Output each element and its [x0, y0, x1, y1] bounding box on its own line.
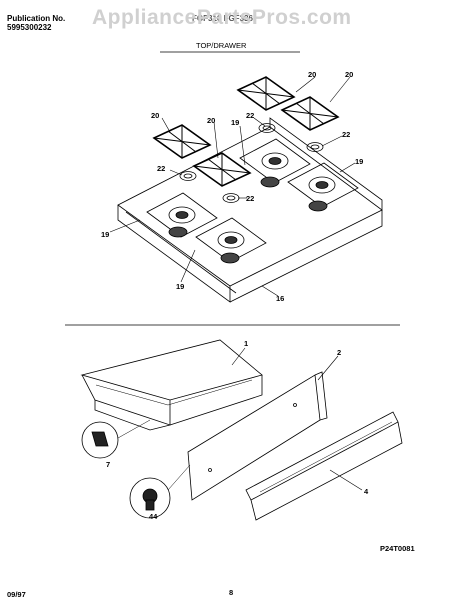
burner-cap-icon: [168, 226, 188, 238]
callout-burner-cap: 22: [246, 194, 255, 203]
burner-cap-icon: [308, 200, 328, 212]
grates: [152, 76, 340, 187]
figure-code: P24T0081: [380, 544, 415, 553]
burner-cap-icon: [220, 252, 240, 264]
callout-grate: 20: [345, 70, 354, 79]
drip-pan-front-left: [146, 192, 218, 238]
page-number: 8: [229, 588, 234, 597]
callout-grate: 20: [151, 111, 160, 120]
grate-rear-right: [280, 96, 340, 131]
grate-rear-left: [236, 76, 296, 111]
callout-grate: 20: [308, 70, 317, 79]
cooktop-assembly: [117, 117, 383, 303]
callout-cooktop: 16: [276, 294, 285, 303]
callout-handle: 4: [364, 487, 369, 496]
callout-screw: 44: [149, 512, 158, 521]
model-numbers: FGF316 FGF336: [192, 14, 253, 23]
callout-drip-pan: 19: [176, 282, 185, 291]
leaders-bottom: [231, 347, 363, 491]
callout-burner-cap: 22: [157, 164, 166, 173]
callout-clip: 7: [106, 460, 111, 469]
watermark: AppliancePartsPros.com: [92, 6, 352, 29]
callout-drip-pan: 19: [231, 118, 240, 127]
leaders-top: [109, 76, 356, 297]
callout-drip-pan: 19: [355, 157, 364, 166]
drawer-assembly: [80, 339, 403, 521]
publication-label: Publication No.: [7, 14, 66, 23]
screw-detail: [129, 464, 191, 519]
callout-drip-pan: 19: [101, 230, 110, 239]
drip-pan-front-right: [195, 217, 267, 263]
callout-drawer-panel: 2: [337, 348, 342, 357]
clip-detail: [81, 419, 151, 459]
publication-number: 5995300232: [7, 23, 52, 32]
burner-cap-icon: [260, 176, 280, 188]
drip-pan-rear-right: [287, 162, 359, 208]
drip-pan-rear-left: [239, 138, 311, 184]
grate-center: [192, 152, 252, 187]
callout-drawer: 1: [244, 339, 249, 348]
grate-left: [152, 124, 212, 159]
section-title: TOP/DRAWER: [196, 41, 247, 50]
footer-date: 09/97: [7, 590, 26, 599]
callout-burner-cap: 22: [342, 130, 351, 139]
callout-grate: 20: [207, 116, 216, 125]
callout-burner-cap: 22: [246, 111, 255, 120]
